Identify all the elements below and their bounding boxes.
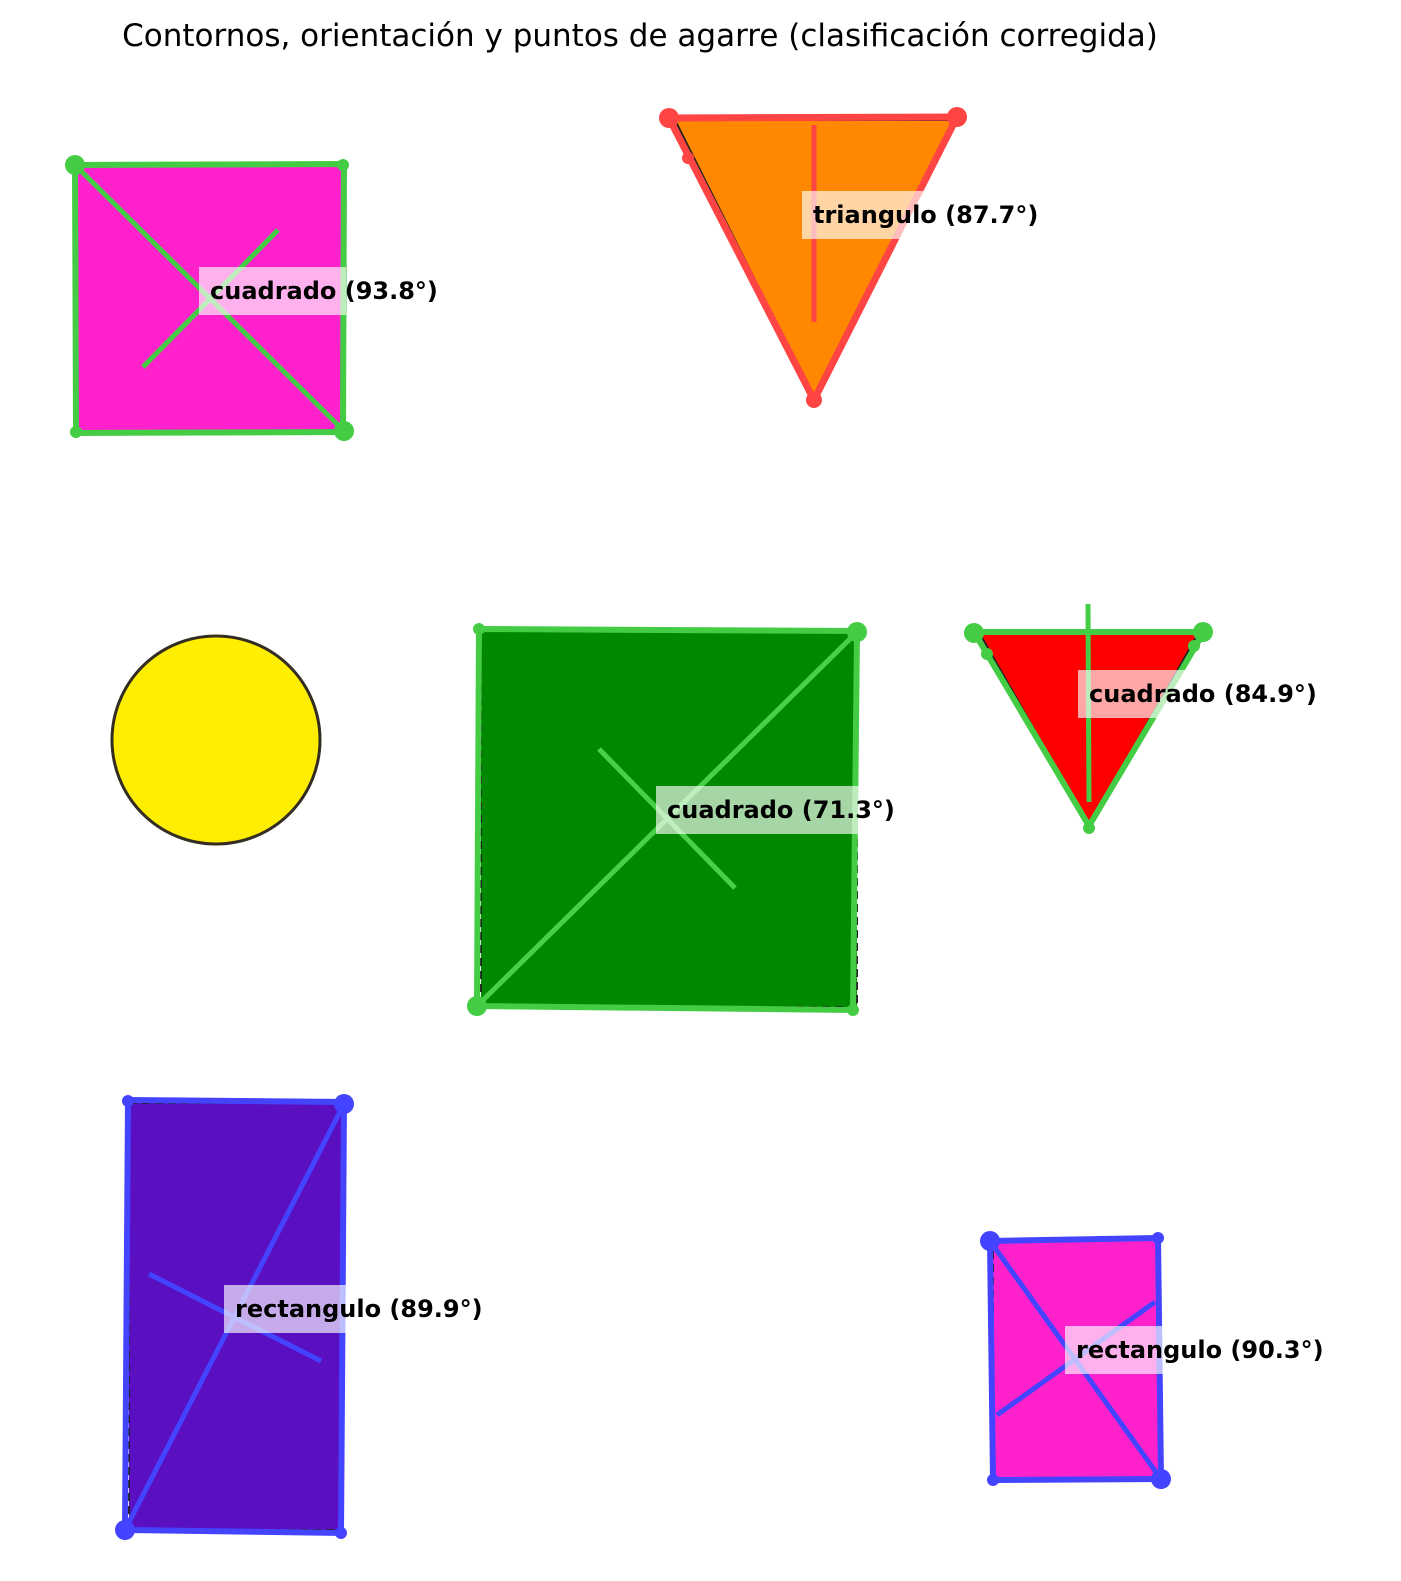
grasp-point [334,421,354,441]
shape-yellow-circle [110,634,322,846]
corner-point [806,392,822,408]
corner-point [987,1474,999,1486]
corner-point [1083,822,1095,834]
grasp-point [115,1520,135,1540]
grasp-point [980,1231,1000,1251]
detection-label: cuadrado (71.3°) [667,796,895,824]
corner-point [70,426,82,438]
grasp-point [65,155,85,175]
corner-point [981,648,993,660]
grasp-point [659,108,679,128]
detection-label: rectangulo (89.9°) [235,1295,483,1323]
corner-point [682,152,694,164]
grasp-point [847,622,867,642]
label-box [802,191,1092,239]
corner-point [122,1095,134,1107]
detection-label: cuadrado (84.9°) [1089,680,1317,708]
corner-point [847,1004,859,1016]
grasp-point [467,996,487,1016]
grasp-point [947,107,967,127]
grasp-point [964,623,984,643]
corner-point [335,1527,347,1539]
label-box [199,267,346,315]
detection-label: cuadrado (93.8°) [210,277,438,305]
detection-magenta-square: cuadrado (93.8°) [65,155,438,441]
label-box [1078,670,1285,718]
corner-point [1152,1232,1164,1244]
detection-label: triangulo (87.7°) [813,201,1038,229]
label-box [224,1285,414,1333]
grasp-point [334,1094,354,1114]
contour-orange-triangle [663,113,963,408]
detection-red-triangle: cuadrado (84.9°) [964,603,1317,834]
label-box [1065,1326,1255,1374]
corner-point [1188,640,1200,652]
detection-magenta-rectangle: rectangulo (90.3°) [980,1231,1324,1489]
detection-orange-triangle: triangulo (87.7°) [659,107,1092,408]
detection-purple-rectangle: rectangulo (89.9°) [115,1094,483,1540]
grasp-point [1193,622,1213,642]
figure-title: Contornos, orientación y puntos de agarr… [122,18,1158,54]
corner-point [473,623,485,635]
corner-point [337,159,349,171]
detection-green-square: cuadrado (71.3°) [467,622,895,1016]
label-box [656,786,862,834]
grasp-point [1151,1469,1171,1489]
detection-label: rectangulo (90.3°) [1076,1336,1324,1364]
